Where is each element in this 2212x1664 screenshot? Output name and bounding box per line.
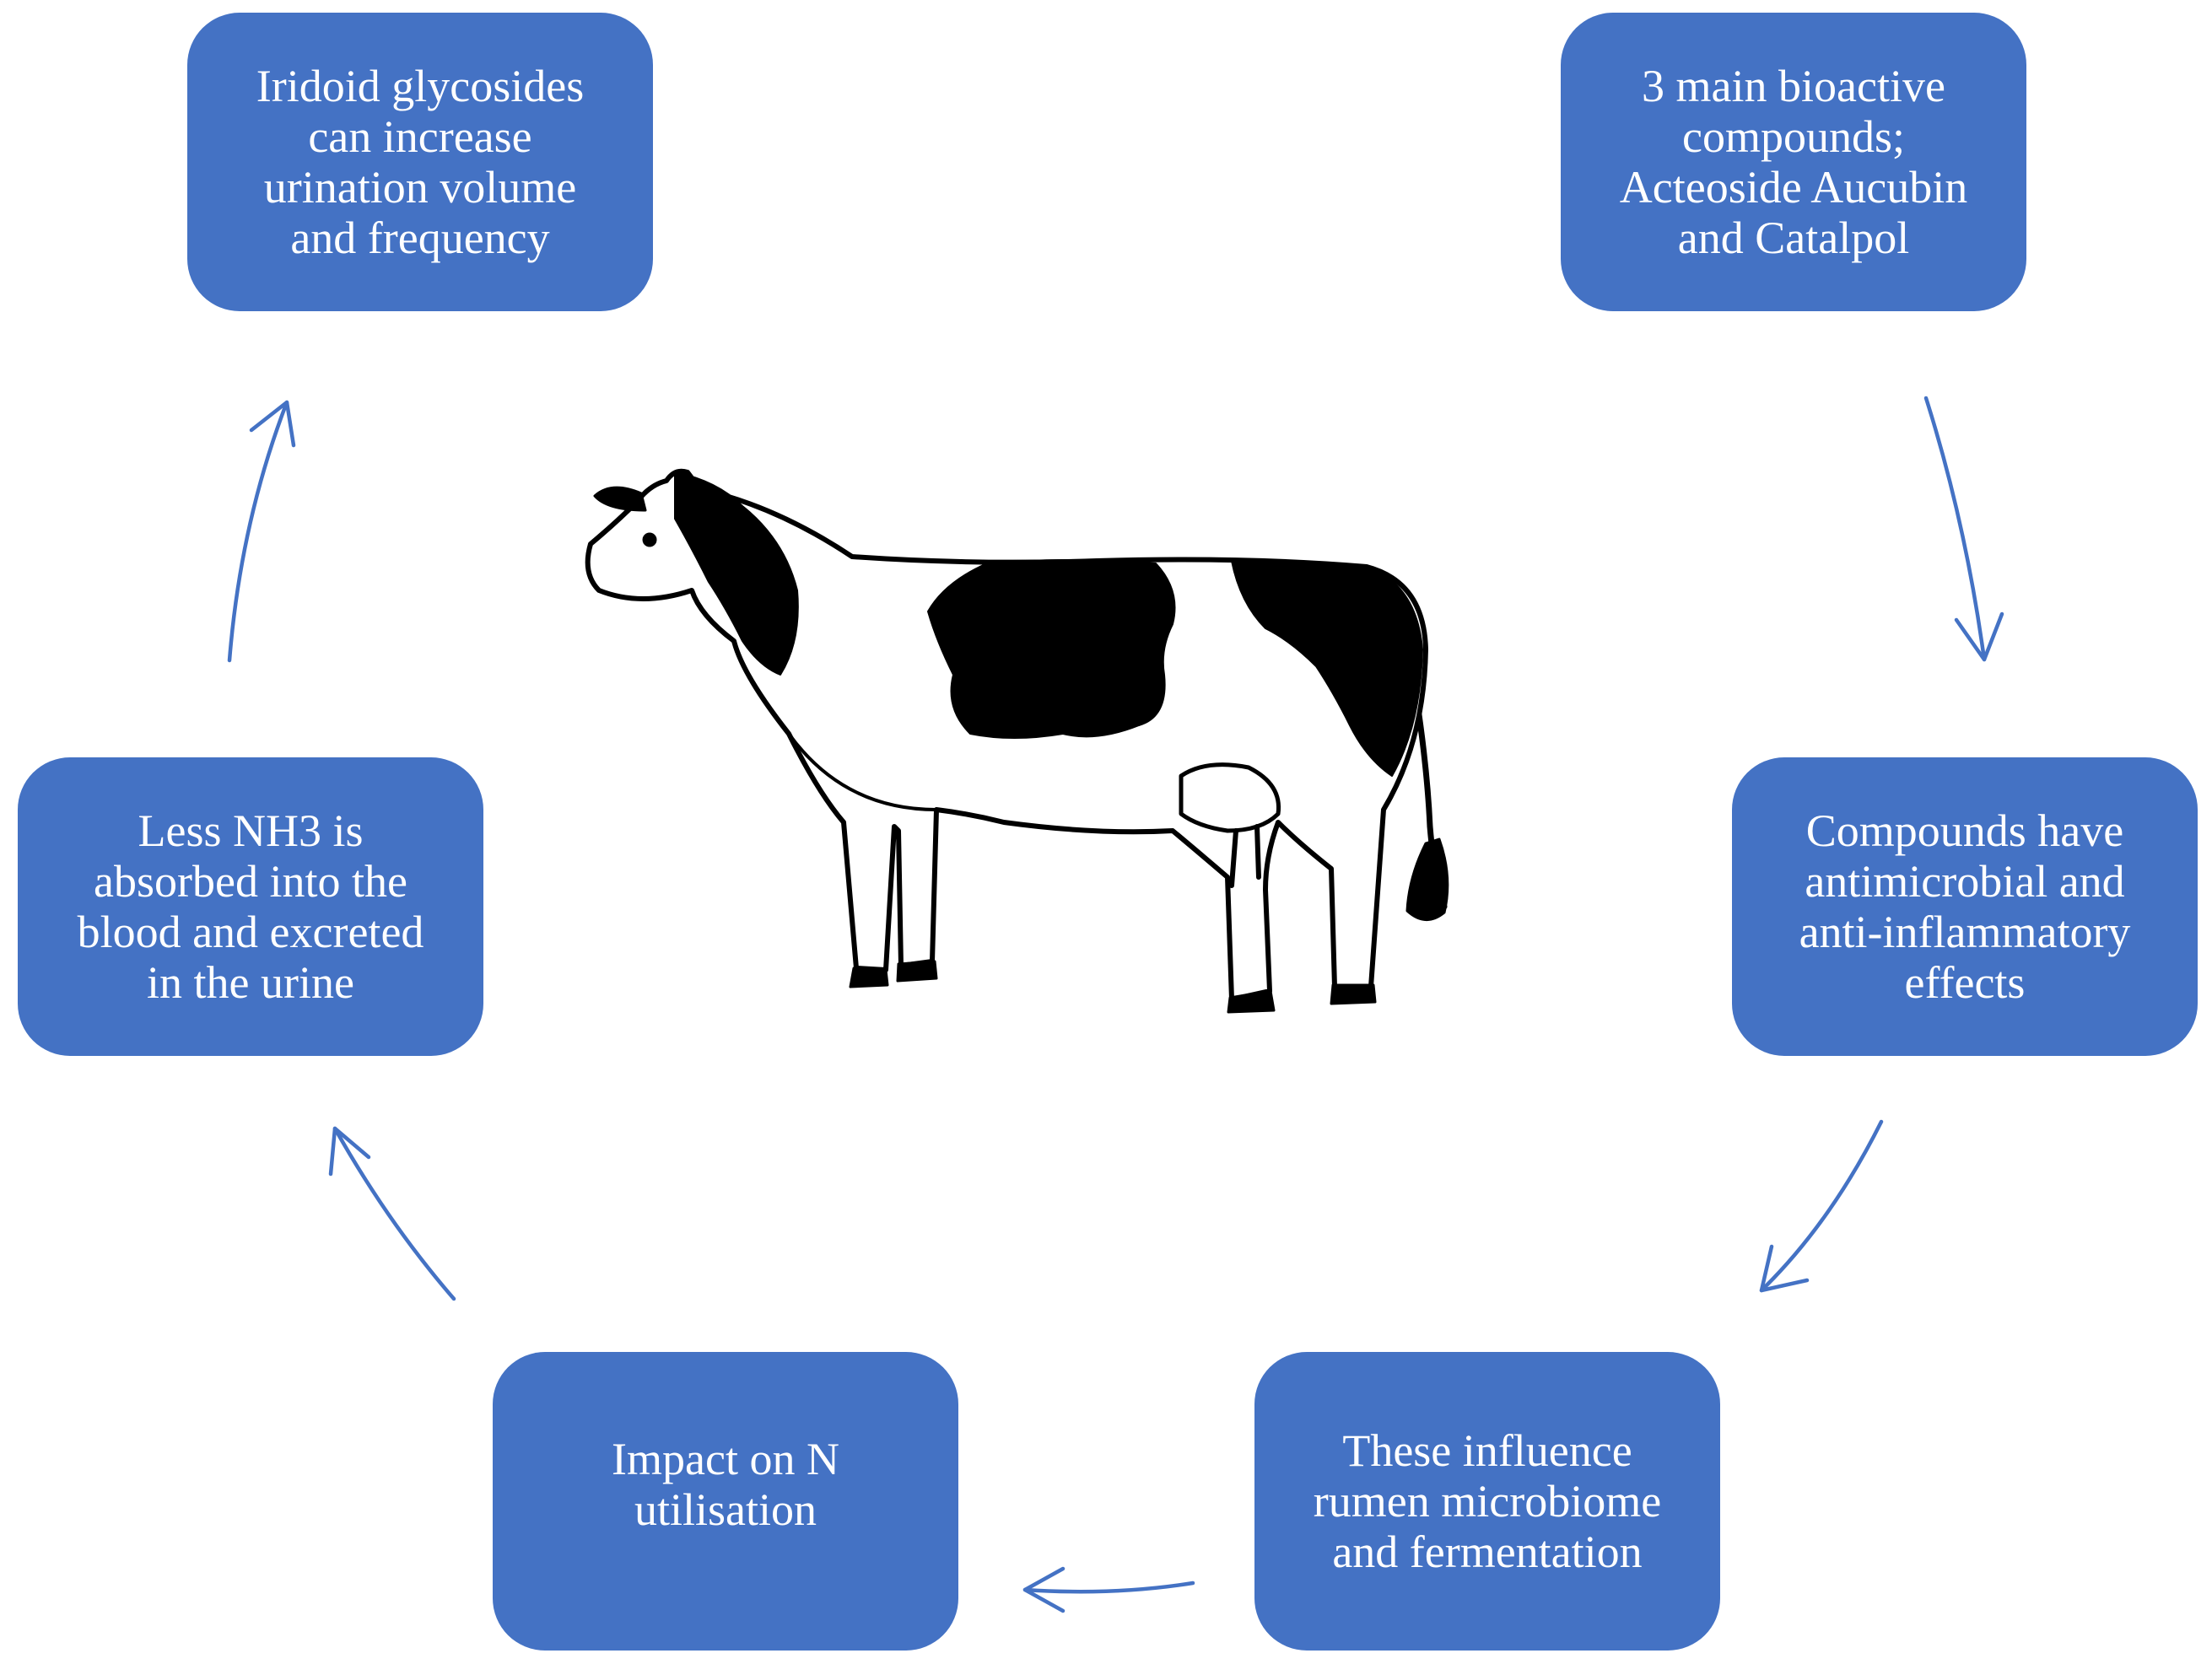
step-box-bioactive-compounds: 3 main bioactive compounds; Acteoside Au… bbox=[1561, 13, 2026, 311]
step-text: Less NH3 is absorbed into the blood and … bbox=[77, 805, 424, 1008]
arrow-b4-to-b5 bbox=[1022, 1566, 1195, 1613]
step-box-iridoid-glycosides: Iridoid glycosides can increase urinatio… bbox=[187, 13, 653, 311]
arrow-b5-to-b6 bbox=[328, 1126, 456, 1301]
arrow-b2-to-b3 bbox=[1923, 396, 2004, 662]
step-text: Compounds have antimicrobial and anti-in… bbox=[1799, 805, 2131, 1008]
arrow-b3-to-b4 bbox=[1759, 1119, 1884, 1293]
step-text: These influence rumen microbiome and fer… bbox=[1313, 1425, 1662, 1577]
step-text: 3 main bioactive compounds; Acteoside Au… bbox=[1619, 61, 1968, 263]
step-box-nh3-absorption: Less NH3 is absorbed into the blood and … bbox=[18, 757, 483, 1056]
step-text: Iridoid glycosides can increase urinatio… bbox=[256, 61, 585, 263]
step-box-rumen-microbiome: These influence rumen microbiome and fer… bbox=[1254, 1352, 1720, 1651]
step-text: Impact on N utilisation bbox=[612, 1434, 839, 1535]
step-box-antimicrobial-effects: Compounds have antimicrobial and anti-in… bbox=[1732, 757, 2198, 1056]
step-box-n-utilisation: Impact on N utilisation bbox=[493, 1352, 958, 1651]
cow-illustration bbox=[585, 468, 1449, 1014]
arrow-b6-to-b1 bbox=[227, 400, 296, 663]
